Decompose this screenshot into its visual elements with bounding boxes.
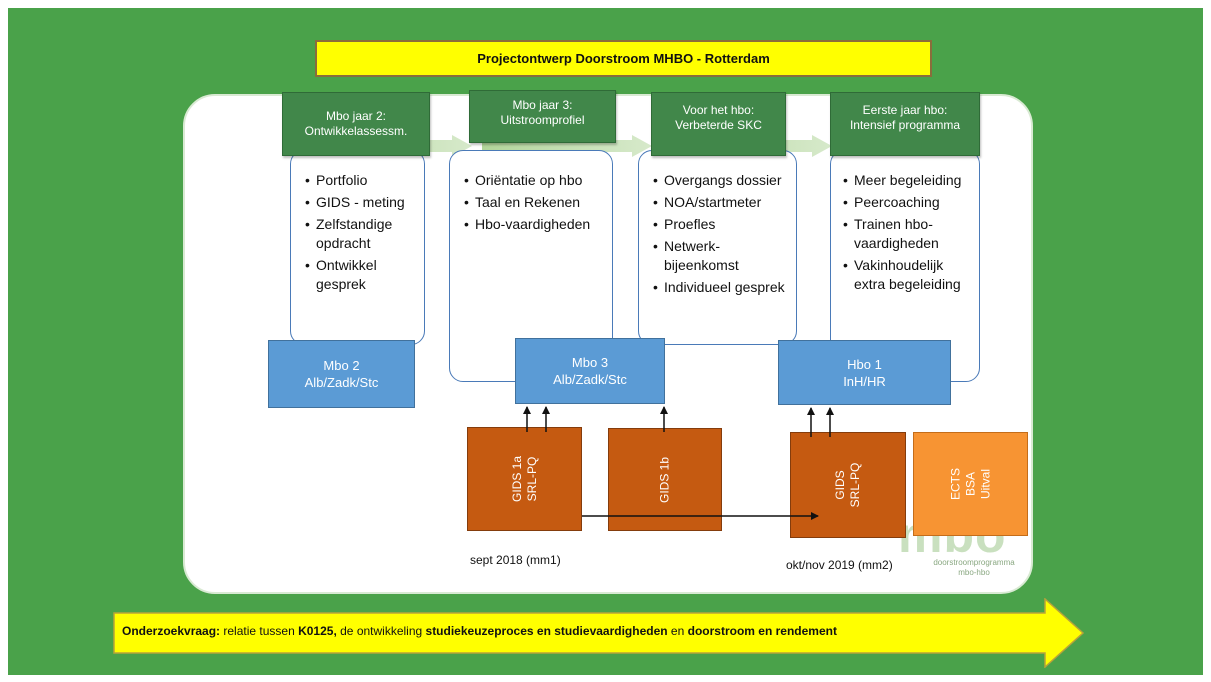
measurement-gids-1b-line1: GIDS 1b (657, 456, 672, 503)
measurement-gids-hbo-box: GIDS SRL-PQ (790, 432, 906, 538)
measurement-gids-1a-label: GIDS 1a SRL-PQ (510, 456, 540, 502)
outcome-ects-bsa-box: ECTS BSA Uitval (913, 432, 1028, 536)
rq-part3: en (667, 624, 688, 638)
list-item: Peercoaching (843, 193, 977, 212)
stage-2-header-line2: Uitstroomprofiel (500, 113, 585, 127)
rq-part2: de ontwikkeling (336, 624, 426, 638)
outcome-ects: ECTS (948, 467, 962, 501)
list-item: Trainen hbo-vaardigheden (843, 215, 977, 253)
diagram-title: Projectontwerp Doorstroom MHBO - Rotterd… (315, 40, 932, 77)
measurement-gids-hbo-line2: SRL-PQ (848, 462, 862, 508)
outcome-uitval: Uitval (978, 468, 992, 500)
list-item: Netwerk-bijeenkomst (653, 237, 790, 275)
watermark-subtext: doorstroomprogramma mbo-hbo (924, 558, 1024, 578)
list-item: Hbo-vaardigheden (464, 215, 606, 234)
measurement-gids-1b-box: GIDS 1b (608, 428, 722, 531)
rq-bold3: doorstroom en rendement (687, 624, 837, 638)
stage-1-header-line2: Ontwikkelassessm. (304, 124, 408, 138)
list-item: Taal en Rekenen (464, 193, 606, 212)
group-mbo2-box: Mbo 2 Alb/Zadk/Stc (268, 340, 415, 408)
group-hbo1-program: InH/HR (843, 373, 886, 389)
rq-bold1: K0125, (298, 624, 337, 638)
measurement-gids-hbo-line1: GIDS (833, 470, 847, 500)
list-item: Individueel gesprek (653, 278, 790, 297)
list-item: NOA/startmeter (653, 193, 790, 212)
list-item: Oriëntatie op hbo (464, 171, 606, 190)
outcome-bsa: BSA (963, 471, 977, 497)
outcome-label: ECTS BSA Uitval (948, 468, 993, 500)
stage-4-list: Meer begeleiding Peercoaching Trainen hb… (831, 151, 979, 294)
stage-4-header-line1: Eerste jaar hbo: (862, 103, 948, 117)
list-item: Overgangs dossier (653, 171, 790, 190)
list-item: Vakinhoudelijk extra begeleiding (843, 256, 977, 294)
list-item: Meer begeleiding (843, 171, 977, 190)
watermark-subtext-line1: doorstroomprogramma (933, 558, 1015, 567)
stage-4-header: Eerste jaar hbo:Intensief programma (830, 92, 980, 156)
rq-bold2: studiekeuzeproces en studievaardigheden (425, 624, 668, 638)
group-mbo2-name: Mbo 2 (323, 358, 360, 373)
measurement-gids-hbo-label: GIDS SRL-PQ (833, 463, 863, 508)
stage-3-list: Overgangs dossier NOA/startmeter Proefle… (639, 151, 796, 297)
measurement-gids-1a-line1: GIDS 1a (509, 455, 524, 503)
group-mbo3-name: Mbo 3 (571, 355, 609, 370)
group-hbo1-box: Hbo 1 InH/HR (778, 340, 951, 405)
list-item: Proefles (653, 215, 790, 234)
date-mm1: sept 2018 (mm1) (470, 553, 561, 567)
list-item: Zelfstandige opdracht (305, 215, 418, 253)
group-hbo1-name: Hbo 1 (847, 356, 882, 372)
list-item: Portfolio (305, 171, 418, 190)
stage-1-list-box: Portfolio GIDS - meting Zelfstandige opd… (290, 150, 425, 345)
watermark-subtext-line2: mbo-hbo (958, 568, 990, 577)
research-question-label: Onderzoekvraag: (122, 624, 221, 638)
stage-2-list: Oriëntatie op hbo Taal en Rekenen Hbo-va… (450, 151, 612, 234)
group-mbo3-box: Mbo 3 Alb/Zadk/Stc (515, 338, 665, 404)
list-item: GIDS - meting (305, 193, 418, 212)
stage-1-header-line1: Mbo jaar 2: (325, 109, 386, 123)
measurement-gids-1a-box: GIDS 1a SRL-PQ (467, 427, 582, 531)
list-item: Ontwikkel gesprek (305, 256, 418, 294)
stage-3-header-line1: Voor het hbo: (682, 103, 755, 117)
stage-1-header: Mbo jaar 2:Ontwikkelassessm. (282, 92, 430, 156)
group-mbo3-schools: Alb/Zadk/Stc (553, 372, 627, 387)
stage-3-header-line2: Verbeterde SKC (675, 118, 762, 132)
stage-2-header-line1: Mbo jaar 3: (512, 98, 573, 112)
measurement-gids-1b-label: GIDS 1b (658, 456, 673, 502)
yellow-arrow-shape (113, 598, 1085, 668)
stage-1-list: Portfolio GIDS - meting Zelfstandige opd… (291, 151, 424, 294)
stage-2-header: Mbo jaar 3:Uitstroomprofiel (469, 90, 616, 143)
date-mm2: okt/nov 2019 (mm2) (786, 558, 893, 572)
stage-3-header: Voor het hbo:Verbeterde SKC (651, 92, 786, 156)
stage-3-list-box: Overgangs dossier NOA/startmeter Proefle… (638, 150, 797, 345)
group-mbo2-schools: Alb/Zadk/Stc (304, 375, 379, 390)
measurement-gids-1a-line2: SRL-PQ (524, 456, 539, 502)
research-question-arrow (113, 598, 1085, 668)
rq-part1: relatie tussen (220, 624, 299, 638)
stage-4-header-line2: Intensief programma (849, 118, 961, 132)
research-question: Onderzoekvraag: relatie tussen K0125, de… (122, 624, 837, 638)
